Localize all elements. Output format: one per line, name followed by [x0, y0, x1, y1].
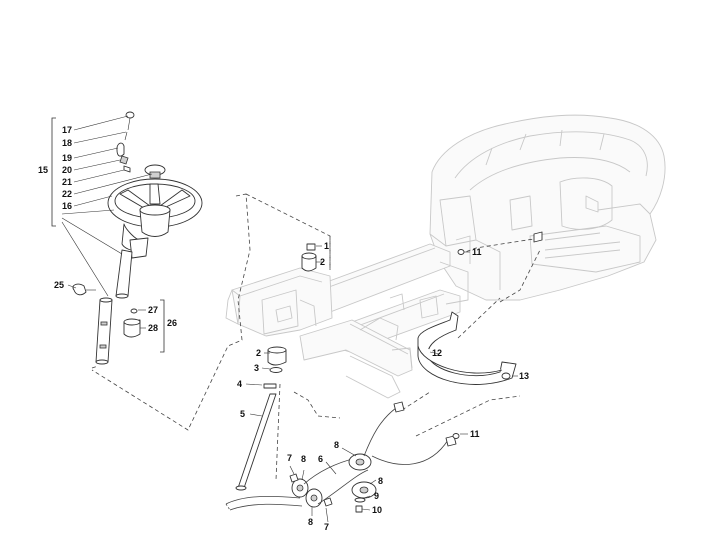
assembly-boundary-lines	[91, 193, 541, 481]
callout-6: 6	[318, 454, 323, 464]
steering-wheel-assembly	[72, 111, 203, 365]
callout-9: 9	[374, 491, 379, 501]
callout-22: 22	[62, 189, 72, 199]
callout-1: 1	[324, 241, 329, 251]
callout-19: 19	[62, 153, 72, 163]
callout-13: 13	[519, 371, 529, 381]
callout-8-upper-right: 8	[334, 440, 339, 450]
callout-25: 25	[54, 280, 64, 290]
callout-8-upper-left: 8	[301, 454, 306, 464]
callout-18: 18	[62, 138, 72, 148]
leader-lines	[61, 115, 518, 523]
callout-7-upper: 7	[287, 453, 292, 463]
callout-10: 10	[372, 505, 382, 515]
callout-labels: 17 18 19 20 21 22 16 15 25 27 28 26 1 2 …	[38, 125, 529, 532]
callout-8-lower: 8	[308, 517, 313, 527]
callout-2-upper: 2	[320, 257, 325, 267]
callout-21: 21	[62, 177, 72, 187]
chassis-ghost	[225, 114, 666, 399]
callout-5: 5	[240, 409, 245, 419]
callout-16: 16	[62, 201, 72, 211]
callout-15: 15	[38, 165, 48, 175]
callout-26: 26	[167, 318, 177, 328]
callout-braces	[51, 117, 165, 353]
callout-28: 28	[148, 323, 158, 333]
callout-12: 12	[432, 348, 442, 358]
callout-11-upper: 11	[472, 247, 482, 257]
callout-4: 4	[237, 379, 242, 389]
callout-2-lower: 2	[256, 348, 261, 358]
callout-3: 3	[254, 363, 259, 373]
callout-11-lower: 11	[470, 429, 480, 439]
callout-7-lower: 7	[324, 522, 329, 532]
callout-8-right: 8	[378, 476, 383, 486]
callout-27: 27	[148, 305, 158, 315]
bracket-parts	[417, 231, 543, 439]
callout-17: 17	[62, 125, 72, 135]
callout-20: 20	[62, 165, 72, 175]
steering-shaft-parts	[225, 243, 457, 513]
